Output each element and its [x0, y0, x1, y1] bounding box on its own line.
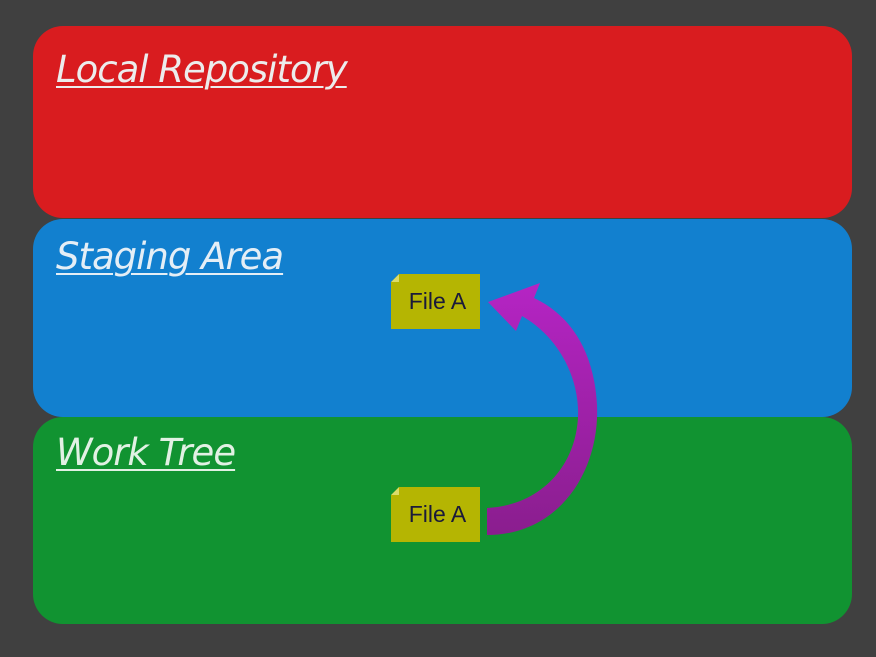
local-repository-title: Local Repository	[56, 48, 348, 91]
staging-area-title: Staging Area	[56, 235, 284, 278]
staging-area-panel: Staging Area	[33, 219, 852, 417]
local-repository-panel: Local Repository	[33, 26, 852, 218]
staged-file-a: File A	[391, 274, 480, 329]
work-tree-title: Work Tree	[56, 431, 236, 474]
work-tree-panel: Work Tree	[33, 417, 852, 624]
work-tree-file-a: File A	[391, 487, 480, 542]
